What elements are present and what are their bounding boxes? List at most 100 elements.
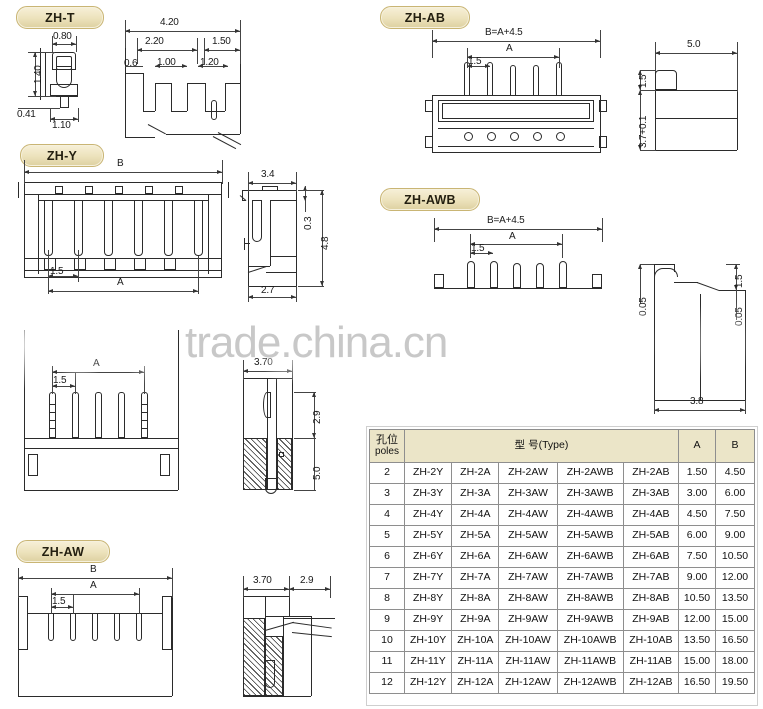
cell-a: 4.50 — [678, 504, 716, 526]
cell-b: 15.00 — [715, 609, 755, 631]
dim-zh-a-side-h1: 2.9 — [312, 410, 323, 424]
cell-type-3: ZH-3AW — [498, 483, 558, 505]
cell-poles: 5 — [369, 525, 405, 547]
section-badge-zh-aw: ZH-AW — [16, 540, 110, 563]
dim-zh-awb-side-bottom: 3.8 — [690, 396, 704, 407]
dim-zh-ab-side-h2: 3.7+0.1 — [638, 115, 649, 148]
cell-type-1: ZH-9Y — [403, 609, 453, 631]
dim-zh-ab-pitch: 1.5 — [468, 56, 482, 67]
cell-type-5: ZH-8AB — [622, 588, 680, 610]
cell-type-4: ZH-10AWB — [556, 630, 624, 652]
dim-zh-y-a: A — [117, 277, 124, 288]
cell-b: 18.00 — [715, 651, 755, 673]
cell-type-1: ZH-7Y — [403, 567, 453, 589]
dim-zh-y-side-h: 4.8 — [320, 236, 331, 250]
cell-type-4: ZH-9AWB — [556, 609, 624, 631]
dim-zh-t-left-base: 1.10 — [52, 120, 71, 131]
section-badge-zh-ab: ZH-AB — [380, 6, 470, 29]
cell-type-4: ZH-7AWB — [556, 567, 624, 589]
dim-zh-awb-side-left: 0.05 — [638, 297, 649, 316]
cell-type-2: ZH-7A — [451, 567, 500, 589]
cell-type-2: ZH-10A — [451, 630, 500, 652]
cell-type-1: ZH-11Y — [403, 651, 453, 673]
dim-zh-t-right: 1.50 — [212, 36, 231, 47]
cell-type-3: ZH-6AW — [498, 546, 558, 568]
dim-zh-a-pitch: 1.5 — [53, 375, 67, 386]
dim-zh-aw-side-w: 3.70 — [253, 575, 272, 586]
cell-b: 13.50 — [715, 588, 755, 610]
cell-type-2: ZH-11A — [451, 651, 500, 673]
cell-poles: 3 — [369, 483, 405, 505]
cell-a: 3.00 — [678, 483, 716, 505]
cell-b: 12.00 — [715, 567, 755, 589]
cell-type-3: ZH-2AW — [498, 462, 558, 484]
section-badge-label: ZH-Y — [46, 148, 78, 163]
cell-type-4: ZH-11AWB — [556, 651, 624, 673]
cell-a: 1.50 — [678, 462, 716, 484]
cell-type-2: ZH-3A — [451, 483, 500, 505]
dim-zh-awb-side-right-top: 1.5 — [734, 274, 745, 288]
cell-type-2: ZH-12A — [451, 672, 500, 694]
section-badge-label: ZH-AWB — [404, 192, 456, 207]
header-type: 型 号(Type) — [404, 429, 679, 463]
dim-zh-awb-side-right-bot: 0.05 — [734, 307, 745, 326]
header-poles-cn: 孔位 — [376, 433, 398, 446]
header-a: A — [678, 429, 716, 463]
cell-type-2: ZH-4A — [451, 504, 500, 526]
dim-zh-y-side-bottom: 2.7 — [261, 285, 275, 296]
cell-type-3: ZH-7AW — [498, 567, 558, 589]
dim-zh-y-side-small: 0.3 — [303, 216, 314, 230]
cell-type-3: ZH-9AW — [498, 609, 558, 631]
dim-zh-t-d120: 1.20 — [200, 57, 219, 68]
cell-type-2: ZH-8A — [451, 588, 500, 610]
dim-zh-aw-a: A — [90, 580, 97, 591]
dim-zh-aw-side-w2: 2.9 — [300, 575, 314, 586]
cell-type-1: ZH-12Y — [403, 672, 453, 694]
table-header-row: 孔位 poles 型 号(Type) A B — [369, 429, 755, 463]
dim-zh-a-side-w: 3.70 — [254, 357, 273, 368]
cell-type-4: ZH-3AWB — [556, 483, 624, 505]
cell-poles: 8 — [369, 588, 405, 610]
dim-zh-t-left-foot: 0.41 — [17, 109, 36, 120]
cell-type-3: ZH-11AW — [498, 651, 558, 673]
cell-type-4: ZH-2AWB — [556, 462, 624, 484]
dim-zh-t-d06: 0.6 — [124, 58, 138, 69]
cell-type-5: ZH-5AB — [622, 525, 680, 547]
cell-b: 4.50 — [715, 462, 755, 484]
cell-type-4: ZH-12AWB — [556, 672, 624, 694]
header-poles-en: poles — [375, 445, 399, 457]
cell-poles: 2 — [369, 462, 405, 484]
cell-type-5: ZH-12AB — [622, 672, 680, 694]
cell-type-2: ZH-6A — [451, 546, 500, 568]
cell-poles: 6 — [369, 546, 405, 568]
cell-poles: 11 — [369, 651, 405, 673]
cell-type-1: ZH-4Y — [403, 504, 453, 526]
cell-poles: 10 — [369, 630, 405, 652]
spec-table-frame — [366, 426, 758, 706]
cell-type-3: ZH-4AW — [498, 504, 558, 526]
cell-b: 7.50 — [715, 504, 755, 526]
section-badge-label: ZH-AB — [404, 10, 446, 25]
cell-poles: 12 — [369, 672, 405, 694]
dim-zh-ab-a: A — [506, 43, 513, 54]
cell-type-4: ZH-4AWB — [556, 504, 624, 526]
dim-zh-ab-side-h1: 1.5 — [638, 74, 649, 88]
cell-type-5: ZH-2AB — [622, 462, 680, 484]
cell-type-3: ZH-5AW — [498, 525, 558, 547]
header-poles: 孔位 poles — [369, 429, 405, 463]
cell-type-1: ZH-10Y — [403, 630, 453, 652]
cell-poles: 9 — [369, 609, 405, 631]
cell-type-1: ZH-8Y — [403, 588, 453, 610]
cell-type-1: ZH-2Y — [403, 462, 453, 484]
dim-zh-t-d100: 1.00 — [157, 57, 176, 68]
dim-zh-awb-a: A — [509, 231, 516, 242]
